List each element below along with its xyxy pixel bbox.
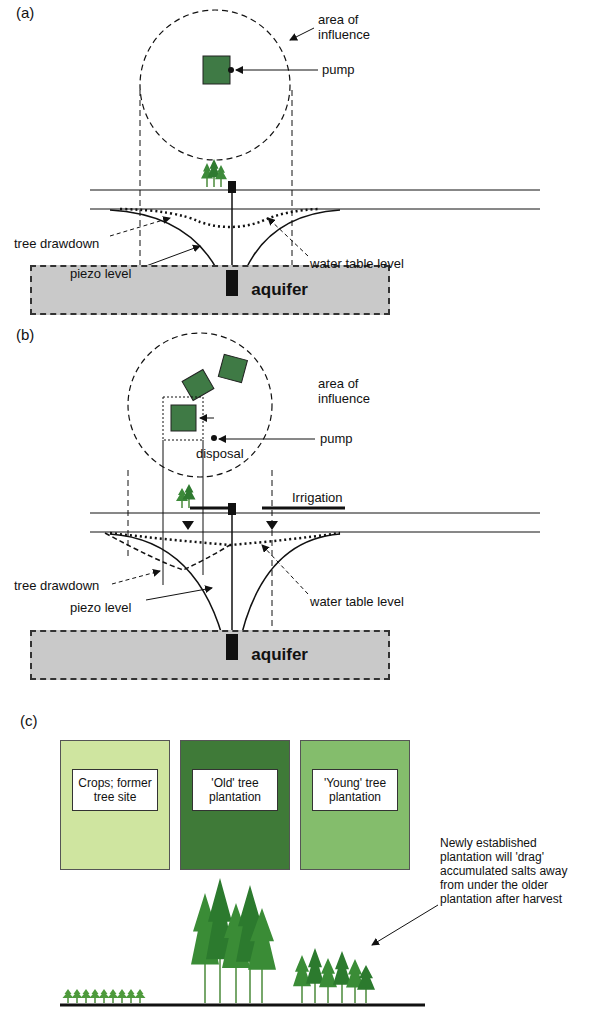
callout-text: water table level: [310, 256, 404, 271]
callout-text: disposal: [196, 446, 244, 461]
plot-box: Crops; former tree site: [60, 740, 170, 870]
panel-letter: (a): [16, 4, 34, 21]
callout-text: tree drawdown: [14, 578, 99, 593]
plot-box: 'Young' tree plantation: [300, 740, 410, 870]
callout-text: tree drawdown: [14, 236, 99, 251]
callout-text: piezo level: [70, 266, 131, 281]
callout-text: piezo level: [70, 600, 131, 615]
callout-text: area of influence: [318, 376, 380, 406]
plot-label: Crops; former tree site: [72, 769, 158, 811]
callout-text: Irrigation: [292, 490, 343, 505]
band-label: aquifer: [251, 645, 388, 665]
plot-label: 'Old' tree plantation: [192, 769, 278, 811]
plot-box: 'Old' tree plantation: [180, 740, 290, 870]
note-text: Newly established plantation will 'drag'…: [440, 836, 592, 906]
aquifer-band: aquifer: [30, 630, 390, 680]
callout-text: pump: [322, 62, 355, 77]
callout-text: pump: [320, 431, 353, 446]
band-label: aquifer: [251, 280, 388, 300]
callout-text: water table level: [310, 594, 404, 609]
panel-letter: (c): [20, 712, 38, 729]
plot-label: 'Young' tree plantation: [312, 769, 398, 811]
callout-text: area of influence: [318, 12, 380, 42]
panel-letter: (b): [16, 326, 34, 343]
